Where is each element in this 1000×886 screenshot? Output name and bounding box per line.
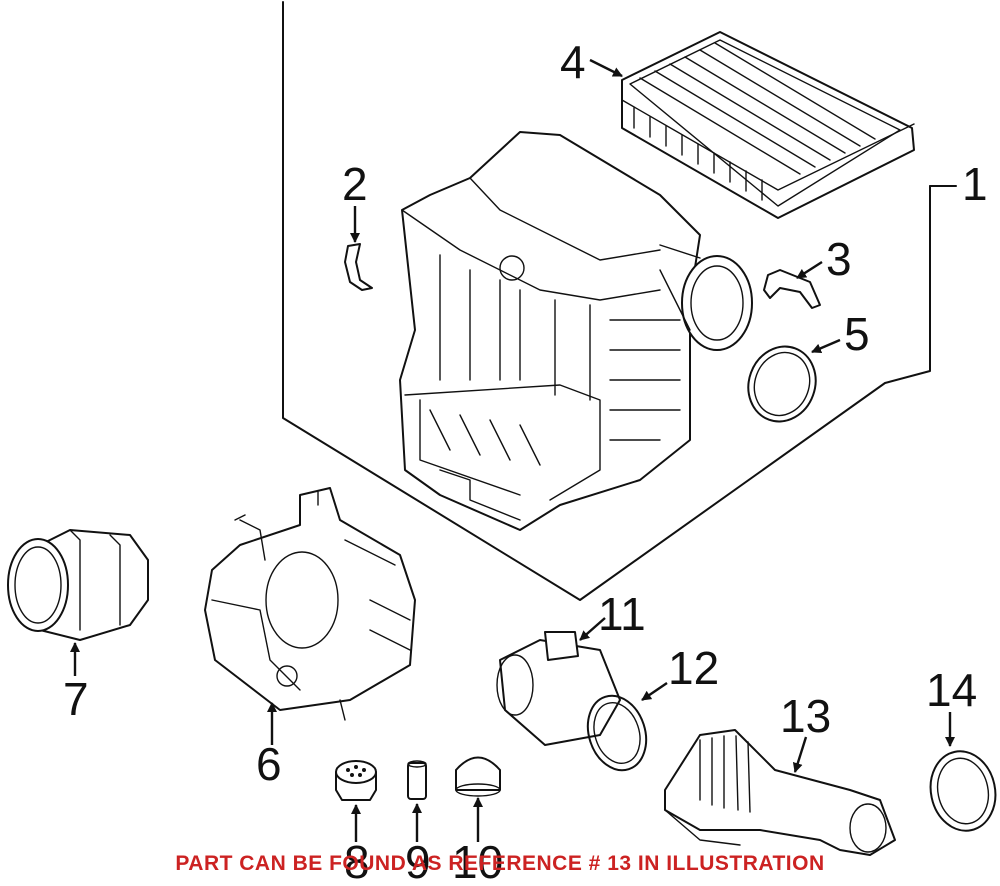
air-cleaner-housing — [399, 131, 753, 531]
callout-7: 7 — [63, 673, 89, 725]
seal-ring-part-12 — [586, 694, 648, 772]
grommet-part-8 — [335, 760, 377, 801]
lower-airbox-part-6 — [204, 487, 416, 721]
callout-1: 1 — [962, 158, 988, 210]
seal-ring-part-5 — [747, 345, 817, 423]
callout-5: 5 — [844, 308, 870, 360]
seal-ring-part-14 — [929, 750, 997, 832]
clip-part-2 — [344, 243, 373, 291]
assembly-outline — [282, 1, 931, 601]
pin-part-9 — [407, 760, 427, 800]
air-filter-element — [621, 31, 915, 219]
callout-3: 3 — [826, 233, 852, 285]
callout-11: 11 — [598, 588, 646, 640]
callout-8: 8 — [344, 836, 370, 886]
callout-2: 2 — [342, 158, 368, 210]
clamp-part-3 — [763, 269, 821, 309]
callout-6: 6 — [256, 738, 282, 790]
callout-4: 4 — [560, 36, 586, 88]
intake-duct-part-7 — [7, 529, 149, 641]
callout-13: 13 — [780, 690, 831, 742]
callout-10: 10 — [452, 836, 503, 886]
maf-sensor-part-11 — [496, 631, 621, 746]
cap-part-10 — [455, 756, 501, 797]
callout-12: 12 — [668, 642, 719, 694]
leader-lines — [70, 58, 955, 842]
reference-note: PART CAN BE FOUND AS REFERENCE # 13 IN I… — [175, 852, 825, 875]
intake-hose-part-13 — [664, 729, 896, 856]
callout-14: 14 — [926, 664, 977, 716]
callout-9: 9 — [405, 836, 431, 886]
